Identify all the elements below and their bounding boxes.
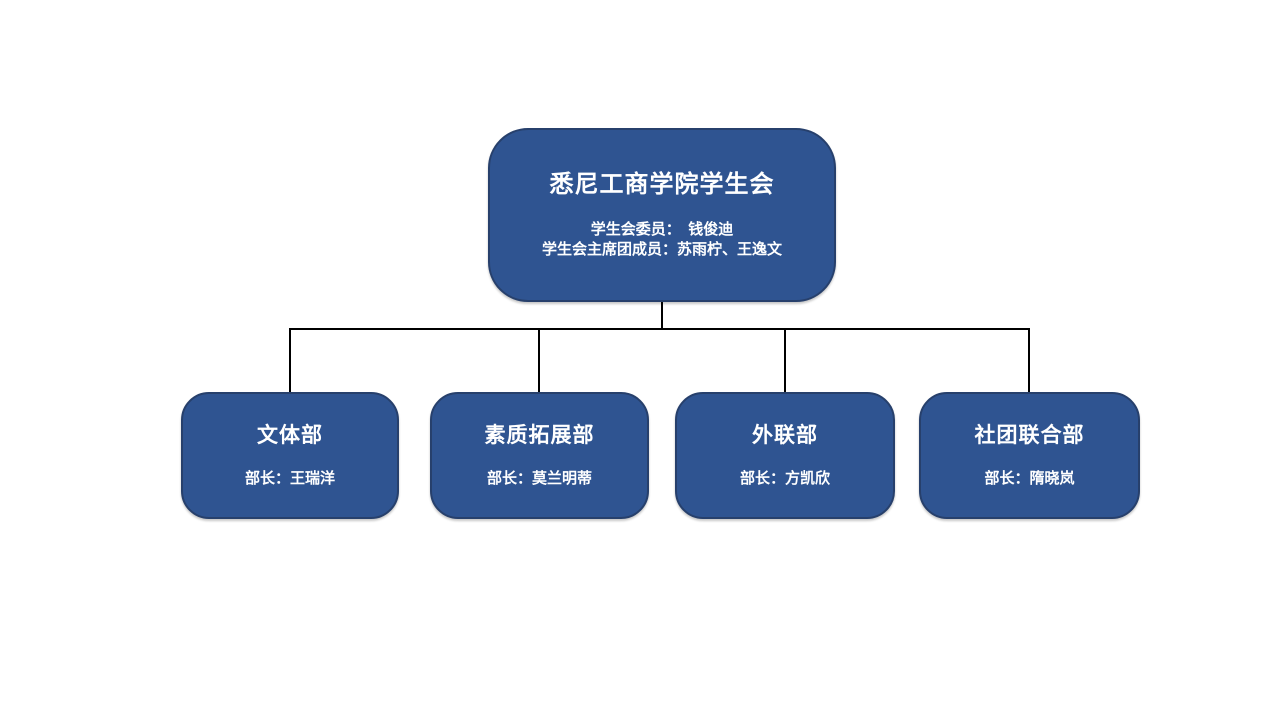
dept-node-leader: 部长：王瑞洋 — [244, 469, 335, 487]
root-node-detail-line: 学生会委员： 钱俊迪 — [590, 221, 734, 238]
org-node-dept-suzhituozhan: 素质拓展部 部长：莫兰明蒂 — [430, 392, 649, 519]
connector-drop-dept-2 — [538, 330, 540, 392]
org-node-root: 悉尼工商学院学生会 学生会委员： 钱俊迪 学生会主席团成员：苏雨柠、王逸文 — [488, 128, 836, 302]
org-node-dept-shetuanlianhe: 社团联合部 部长：隋晓岚 — [919, 392, 1140, 519]
dept-node-title: 社团联合部 — [974, 423, 1085, 447]
dept-node-title: 素质拓展部 — [484, 423, 595, 447]
connector-drop-dept-3 — [784, 330, 786, 392]
connector-horizontal-bus — [289, 328, 1030, 330]
dept-node-title: 文体部 — [257, 423, 323, 447]
org-node-dept-wailian: 外联部 部长：方凯欣 — [675, 392, 895, 519]
root-node-detail-line: 学生会主席团成员：苏雨柠、王逸文 — [541, 241, 782, 258]
dept-node-title: 外联部 — [752, 423, 818, 447]
dept-node-leader: 部长：隋晓岚 — [984, 469, 1075, 487]
root-node-title: 悉尼工商学院学生会 — [549, 171, 775, 198]
connector-drop-dept-4 — [1028, 330, 1030, 392]
dept-node-leader: 部长：方凯欣 — [739, 469, 830, 487]
org-node-dept-wenti: 文体部 部长：王瑞洋 — [181, 392, 399, 519]
connector-drop-dept-1 — [289, 330, 291, 392]
dept-node-leader: 部长：莫兰明蒂 — [486, 469, 592, 487]
connector-root-vertical — [661, 302, 663, 329]
